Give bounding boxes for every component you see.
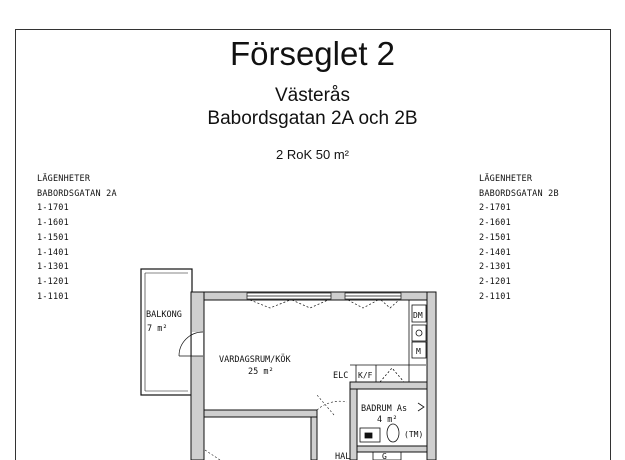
apartment-list-2b: LÄGENHETER BABORDSGATAN 2B 2-1701 2-1601…: [479, 172, 559, 304]
balcony-label: BALKONG: [146, 310, 182, 320]
list-heading: LÄGENHETER: [479, 174, 533, 184]
list-item: 2-1401: [479, 247, 511, 258]
elc-label: ELC: [333, 371, 348, 381]
apartment-type: 2 RoK 50 m²: [276, 147, 349, 162]
list-item: 2-1201: [479, 276, 511, 287]
washbasin: [359, 427, 381, 443]
dishwasher-label: DM: [413, 311, 423, 320]
list-item: 1-1401: [37, 247, 69, 258]
list-item: 2-1301: [479, 262, 511, 273]
list-heading: BABORDSGATAN 2A: [37, 188, 117, 199]
g-label: G: [382, 452, 387, 460]
list-item: 1-1601: [37, 218, 69, 229]
toilet-icon: [386, 423, 400, 443]
bathroom-fixtures: [359, 402, 425, 460]
window-swing: [291, 299, 329, 309]
bathroom-area: 4 m²: [377, 415, 397, 425]
wall-bathroom-bottom: [356, 445, 428, 453]
apartment-list-2a: LÄGENHETER BABORDSGATAN 2A 1-1701 1-1601…: [37, 172, 117, 304]
dishwasher-box: [411, 304, 427, 323]
wall-bathroom-left: [349, 388, 358, 460]
cabinet-swing: [379, 367, 405, 383]
sink-icon: [415, 329, 423, 337]
door-swing: [316, 400, 348, 411]
wall-right: [426, 291, 437, 460]
arrow-icon: [417, 402, 425, 412]
list-item: 2-1501: [479, 232, 511, 243]
kitchen-counter: [350, 300, 427, 383]
living-room-area: 25 m²: [248, 367, 274, 377]
door-swing: [204, 449, 221, 460]
door-swing: [178, 331, 204, 357]
list-item: 1-1301: [37, 262, 69, 273]
wall-living-bedroom: [203, 409, 318, 418]
sink-box: [411, 324, 427, 342]
bathroom-label: BADRUM As: [361, 404, 407, 414]
wall-hall: [310, 416, 318, 460]
list-item: 1-1701: [37, 203, 69, 214]
city-name: Västerås: [275, 85, 350, 106]
window-swing: [380, 299, 400, 309]
wall-left: [190, 291, 205, 460]
bath-door: [372, 451, 402, 460]
window-swing: [347, 299, 379, 309]
microwave-label: M: [416, 347, 421, 356]
window-swing: [249, 299, 291, 309]
list-heading: BABORDSGATAN 2B: [479, 188, 559, 199]
drawing-frame: [15, 29, 611, 460]
list-item: 2-1701: [479, 203, 511, 214]
wall-bathroom-top: [349, 381, 428, 390]
dryer-label: (TM): [404, 430, 423, 439]
list-item: 1-1201: [37, 276, 69, 287]
fridge-freezer-label: K/F: [358, 371, 373, 380]
balcony-door-opening: [192, 332, 203, 356]
list-item: 1-1101: [37, 291, 69, 302]
page-title: Förseglet 2: [229, 35, 396, 72]
drain-icon: [364, 432, 373, 439]
hall-label: HAL: [335, 452, 350, 460]
living-room-label: VARDAGSRUM/KÖK: [219, 354, 292, 365]
list-item: 2-1601: [479, 218, 511, 229]
door-swing: [316, 394, 335, 416]
microwave-box: [411, 341, 427, 359]
windows: [246, 292, 402, 309]
balcony-area: 7 m²: [147, 324, 167, 334]
street-address: Babordsgatan 2A och 2B: [207, 108, 418, 129]
list-item: 1-1501: [37, 232, 69, 243]
list-item: 2-1101: [479, 291, 511, 302]
list-heading: LÄGENHETER: [37, 174, 91, 184]
